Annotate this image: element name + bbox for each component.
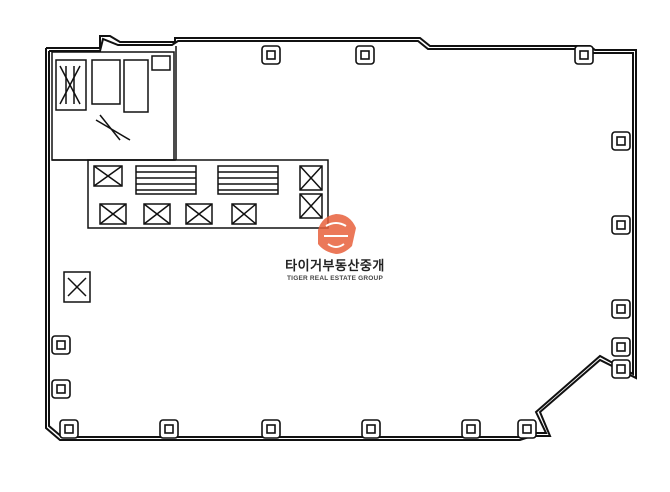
watermark-title: 타이거부동산중개 bbox=[285, 259, 385, 274]
column-core bbox=[616, 304, 626, 314]
service-core bbox=[51, 46, 329, 303]
structural-columns bbox=[51, 45, 631, 439]
column-core bbox=[579, 50, 589, 60]
watermark-subtitle: TIGER REAL ESTATE GROUP bbox=[287, 275, 383, 282]
column-core bbox=[522, 424, 532, 434]
column-core bbox=[164, 424, 174, 434]
column-core bbox=[360, 50, 370, 60]
column-core bbox=[616, 364, 626, 374]
column-core bbox=[616, 220, 626, 230]
column-core bbox=[64, 424, 74, 434]
column-core bbox=[266, 424, 276, 434]
column-core bbox=[616, 342, 626, 352]
column-core bbox=[56, 340, 66, 350]
column-core bbox=[56, 384, 66, 394]
column-core bbox=[466, 424, 476, 434]
column-core bbox=[366, 424, 376, 434]
column-core bbox=[266, 50, 276, 60]
column-core bbox=[616, 136, 626, 146]
watermark-logo bbox=[318, 214, 356, 254]
